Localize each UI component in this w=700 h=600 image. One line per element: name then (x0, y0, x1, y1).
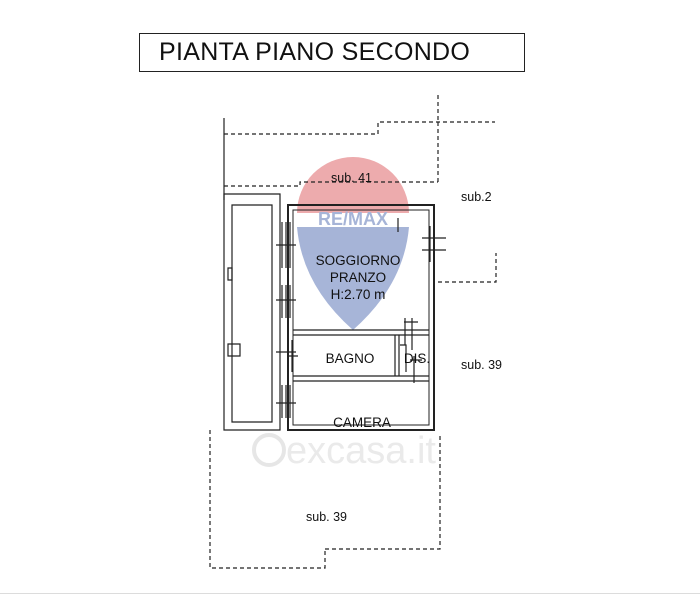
sub39-bottom-label: sub. 39 (306, 510, 348, 524)
sub41-label: sub. 41 (331, 171, 373, 185)
room-camera: CAMERA (333, 415, 391, 430)
apartment-walls (287, 204, 435, 431)
boundary-dashed-lines (209, 95, 497, 569)
excasa-watermark: excasa.it (252, 430, 436, 472)
plan-title: PIANTA PIANO SECONDO (139, 33, 525, 72)
sub2-label: sub.2 (461, 190, 492, 204)
balcony-outline (223, 193, 281, 431)
page-bottom-rule (0, 593, 700, 594)
room-name-pranzo: PRANZO (329, 270, 387, 285)
window-marks (276, 222, 446, 418)
room-bagno: BAGNO (325, 351, 375, 366)
room-height: H:2.70 m (330, 287, 386, 302)
remax-logo-text: RE/MAX (318, 209, 388, 229)
room-soggiorno-pranzo: SOGGIORNO PRANZO H:2.70 m (300, 252, 416, 303)
excasa-logo-text: excasa.it (286, 430, 436, 472)
interior-partitions (288, 218, 429, 383)
sub39-right-label: sub. 39 (461, 358, 503, 372)
room-dis: DIS. (403, 351, 431, 366)
room-name-soggiorno: SOGGIORNO (315, 253, 401, 268)
remax-watermark: RE/MAX (297, 157, 409, 330)
